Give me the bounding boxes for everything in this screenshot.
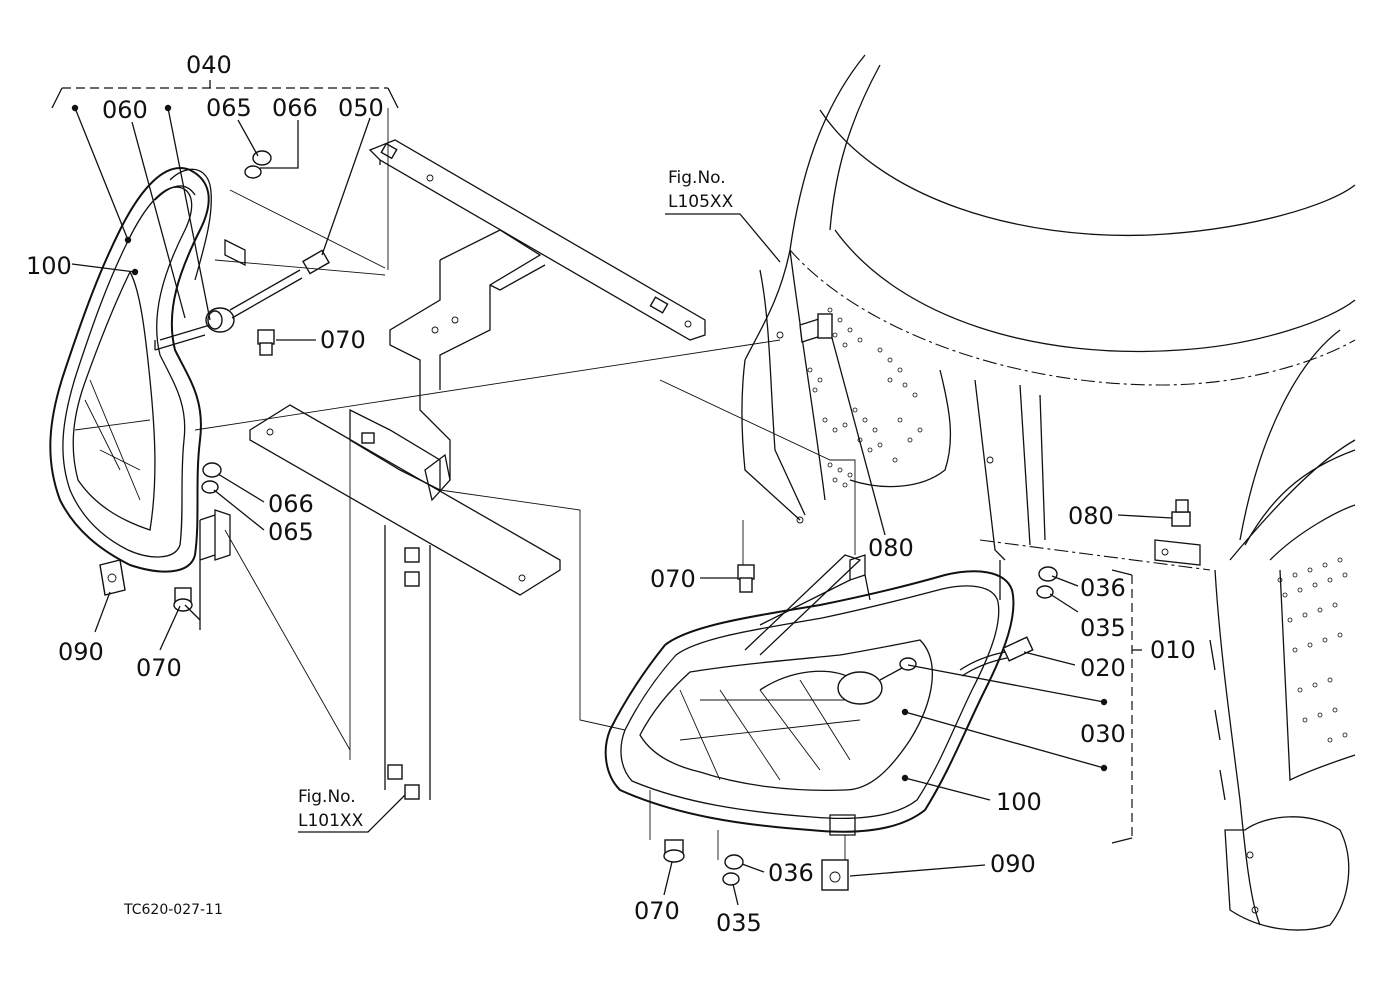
label-065-mid: 065	[268, 518, 314, 546]
diagram-code: TC620-027-11	[123, 902, 223, 918]
label-035-lower: 035	[716, 909, 762, 937]
fender-body	[741, 54, 1356, 931]
fig-ref-bottom-title: Fig.No.	[298, 787, 356, 807]
label-036-upper: 036	[1080, 574, 1126, 602]
label-080-right: 080	[1068, 502, 1114, 530]
right-headlamp	[604, 313, 1201, 891]
fig-ref-top-title: Fig.No.	[668, 168, 726, 188]
label-060: 060	[102, 96, 148, 124]
label-080-mid: 080	[868, 534, 914, 562]
perforation-grill-lower	[1277, 557, 1348, 743]
label-070-bottom: 070	[634, 897, 680, 925]
label-066-top: 066	[272, 94, 318, 122]
label-020: 020	[1080, 654, 1126, 682]
label-036-lower: 036	[768, 859, 814, 887]
perforation-grill-upper	[807, 307, 923, 488]
fig-ref-bottom-code: L101XX	[298, 811, 364, 831]
part-labels: 040 060 065 066 050 100 070 066 065 090 …	[26, 51, 1196, 937]
label-100-right: 100	[996, 788, 1042, 816]
leader-lines	[51, 80, 1173, 906]
label-090-right: 090	[990, 850, 1036, 878]
figure-references: Fig.No. L105XX Fig.No. L101XX	[298, 168, 734, 831]
fig-ref-top-code: L105XX	[668, 192, 734, 212]
mounting-brackets	[249, 139, 706, 800]
label-065-top: 065	[206, 94, 252, 122]
label-090-left: 090	[58, 638, 104, 666]
label-010: 010	[1150, 636, 1196, 664]
label-070-left-lower: 070	[136, 654, 182, 682]
label-100-left: 100	[26, 252, 72, 280]
label-040: 040	[186, 51, 232, 79]
label-035-upper: 035	[1080, 614, 1126, 642]
label-066-mid: 066	[268, 490, 314, 518]
label-030: 030	[1080, 720, 1126, 748]
label-070-left-upper: 070	[320, 326, 366, 354]
label-070-mid: 070	[650, 565, 696, 593]
label-050: 050	[338, 94, 384, 122]
left-headlamp	[49, 150, 330, 612]
